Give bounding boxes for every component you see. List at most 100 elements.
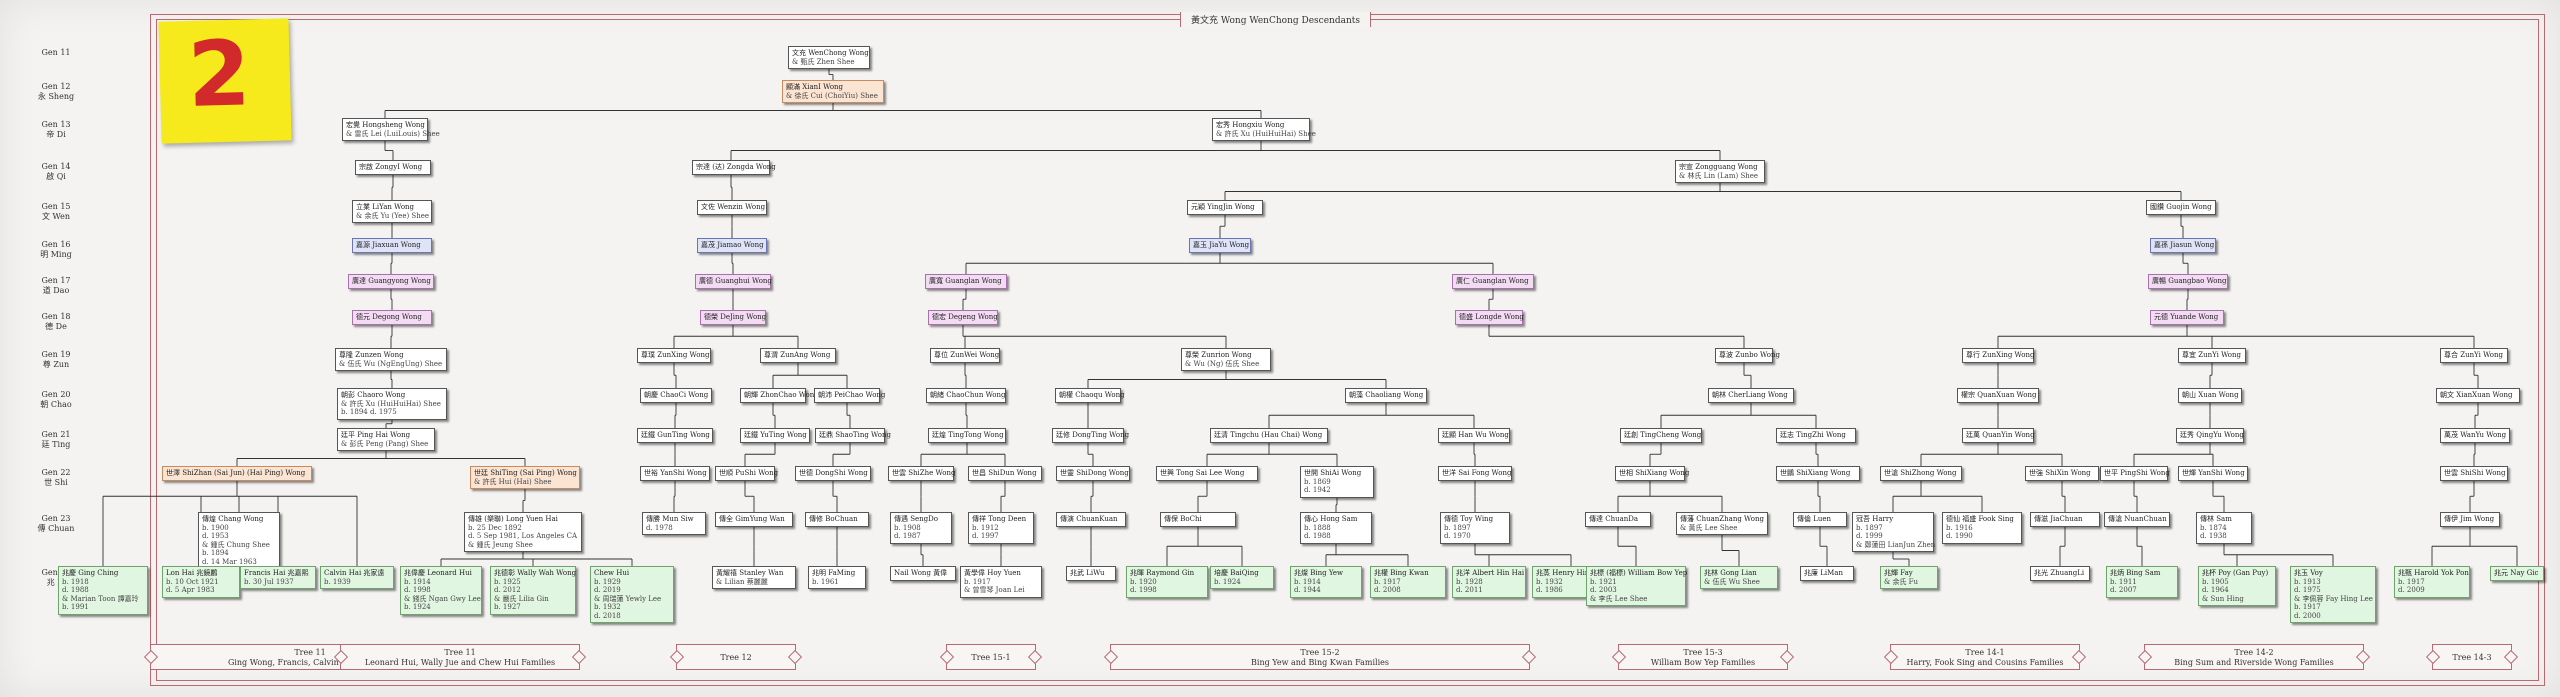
- person-name: 世平 PingShi Wong: [2104, 469, 2170, 477]
- person-name: 宗宣 Zongguang Wong: [1679, 163, 1758, 171]
- person-name: Nail Wong 黃偉: [894, 569, 948, 577]
- person-node: 權宗 QuanXuan Wong: [1957, 388, 2039, 403]
- person-name: 朝輝 ZhonChao Wong: [744, 391, 819, 399]
- person-node: 德宏 Degeng Wong: [928, 310, 998, 325]
- person-name: 兆甄 Harold Yok Pon: [2398, 569, 2469, 577]
- person-name: 廷鐵 YuTing Wong: [744, 431, 807, 439]
- generation-name: 永 Sheng: [37, 92, 75, 101]
- tree-banner-title: Tree 14-1: [1965, 648, 2005, 657]
- tree-banner-subtitle: Bing Yew and Bing Kwan Families: [1251, 658, 1389, 667]
- person-name: 國鑽 Guojin Wong: [2150, 203, 2212, 211]
- person-detail: d. 2019: [594, 586, 621, 594]
- person-name: 廷修 DongTing Wong: [1056, 431, 1130, 439]
- person-name: 兆炳 Bing Sam: [2110, 569, 2161, 577]
- person-name: 廷顯 Han Wu Wong: [1442, 431, 1509, 439]
- person-name: 傳心 Hong Sam: [1304, 515, 1358, 523]
- person-detail: b. 1905: [2202, 577, 2229, 586]
- person-detail: b. 1914: [404, 577, 431, 586]
- person-name: 宏覺 Hongsheng Wong: [346, 121, 425, 129]
- person-name: 廷鐵 GunTing Wong: [641, 431, 710, 439]
- person-node: 世興 Tong Sai Lee Wong: [1156, 466, 1258, 481]
- tree-banner-subtitle: Bing Sum and Riverside Wong Families: [2174, 658, 2334, 667]
- person-node: 尊璞 ZunXing Wong: [637, 348, 711, 363]
- person-detail: & 彭氏 Peng (Pang) Shee: [341, 439, 429, 448]
- person-name: 廷清 Tingchu (Hau Chai) Wong: [1214, 431, 1323, 439]
- generation-name: 朝 Chao: [40, 400, 72, 409]
- person-detail: b. 1900: [202, 523, 229, 532]
- generation-number: Gen 11: [41, 48, 71, 57]
- person-name: 尊渭 ZunAng Wong: [764, 351, 831, 359]
- person-node: Nail Wong 黃偉: [890, 566, 956, 581]
- person-name: 世滄 ShiZhong Wong: [1884, 469, 1957, 477]
- person-name: 傳德 Toy Wing: [1444, 515, 1494, 523]
- person-detail: b. 1917: [2398, 577, 2425, 586]
- person-node: 廷萬 QuanYin Wong: [1962, 428, 2035, 443]
- person-name: 兆偉慶 Leonard Hui: [404, 569, 472, 577]
- person-detail: b. 1916: [1946, 523, 1973, 532]
- person-name: 兆元 Nay Gic: [2494, 569, 2539, 577]
- person-node: 傳修 BoChuan: [805, 512, 869, 527]
- person-name: 兆輝 Fay: [1884, 569, 1913, 577]
- person-name: 世開 ShiAi Wong: [1304, 469, 1362, 477]
- person-node: 兆林 Gong Lian& 伍氏 Wu Shee: [1700, 566, 1778, 589]
- person-node: 世平 PingShi Wong: [2100, 466, 2170, 481]
- person-node: 世洋 Sai Fong Wong: [1438, 466, 1512, 481]
- person-name: 廷秀 QingYu Wong: [2180, 431, 2244, 439]
- person-node: 宗宣 Zongguang Wong& 林氏 Lin (Lam) Shee: [1675, 160, 1765, 183]
- person-name: 傳藩 ChuanZhang Wong: [1680, 515, 1764, 523]
- person-name: 元穎 YingJin Wong: [1191, 203, 1255, 211]
- tree-banner-subtitle: William Bow Yep Families: [1650, 658, 1756, 667]
- person-name: 萬茂 WanYu Wong: [2444, 431, 2507, 439]
- person-detail: d. 2012: [494, 586, 521, 594]
- person-name: 尊隆 Zunzen Wong: [339, 351, 404, 359]
- person-node: 傳達 ChuanDa: [1585, 512, 1651, 527]
- person-node: 廷秀 QingYu Wong: [2176, 428, 2244, 443]
- person-node: 國鑽 Guojin Wong: [2146, 200, 2216, 215]
- person-detail: b. 1911: [2110, 577, 2137, 586]
- person-node: 德榮 DeJing Wong: [700, 310, 766, 325]
- person-node: 顯滿 XianI Wong& 徐氏 Cui (ChoiYiu) Shee: [782, 80, 884, 103]
- person-node: 宏覺 Hongsheng Wong& 雷氏 Lei (LuiLouis) She…: [342, 118, 440, 141]
- generation-name: 文 Wen: [42, 212, 70, 221]
- generation-number: Gen 23: [41, 514, 71, 523]
- generation-name: 世 Shi: [44, 478, 68, 487]
- person-detail: b. 1869: [1304, 477, 1331, 486]
- person-detail: b. 1939: [324, 577, 351, 586]
- person-name: 立業 LiYan Wong: [356, 203, 415, 211]
- person-node: 嘉玉 JiaYu Wong: [1189, 238, 1251, 253]
- tree-banner-subtitle: Harry, Fook Sing and Cousins Families: [1906, 658, 2064, 667]
- person-node: 傳全 GimYung Wan: [715, 512, 793, 527]
- person-name: 元德 Yuande Wong: [2154, 313, 2219, 321]
- person-detail: d. 2000: [2294, 611, 2321, 620]
- person-node: 德盛 Longde Wong: [1455, 310, 1524, 325]
- person-node: 廷志 TingZhi Wong: [1776, 428, 1856, 443]
- person-detail: d. 1964: [2202, 586, 2229, 594]
- person-name: 傳勝 Mun Siw: [646, 515, 694, 523]
- person-detail: b. 1925: [494, 577, 521, 586]
- person-name: 傳林 Sam: [2200, 515, 2232, 523]
- person-node: 廣德 Guanghui Wong: [695, 274, 772, 289]
- person-name: 廷萬 QuanYin Wong: [1966, 431, 2035, 439]
- person-detail: & 余氏 Yu (Yee) Shee: [356, 211, 430, 220]
- person-name: 兆光 ZhuangLi: [2034, 569, 2085, 577]
- person-name: 兆蒸 Henry Hin Yin: [1536, 569, 1603, 577]
- person-name: 黃學偉 Hoy Yuen: [964, 569, 1021, 577]
